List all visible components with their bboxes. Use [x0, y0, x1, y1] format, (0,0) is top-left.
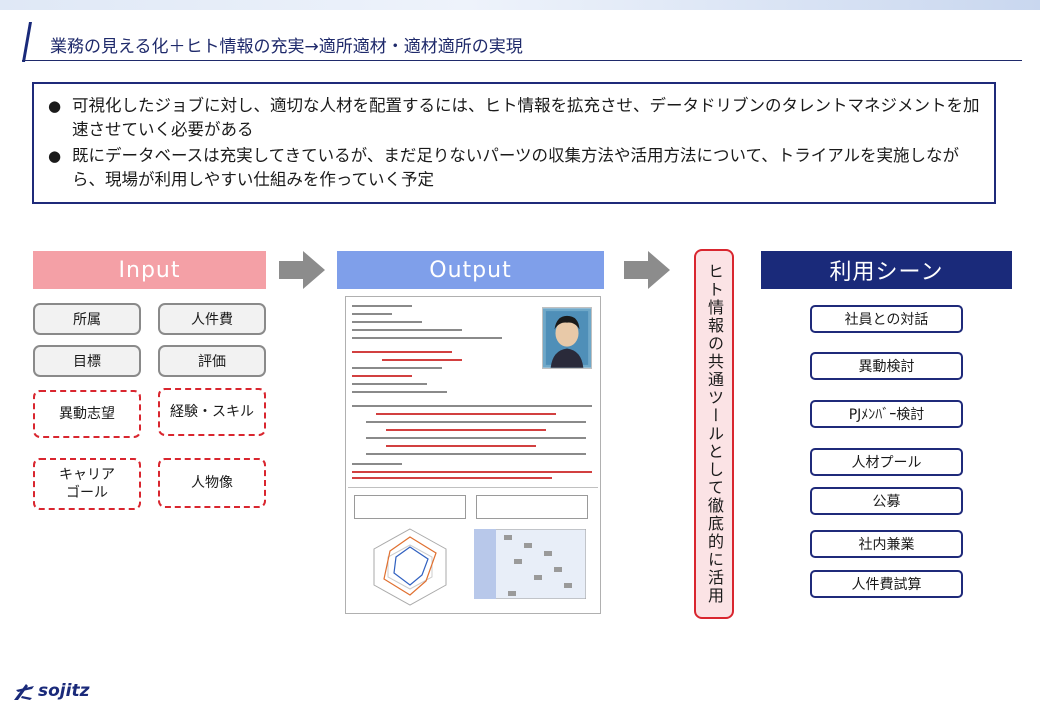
- logo-text: sojitz: [38, 681, 90, 701]
- sheet-divider: [348, 487, 598, 488]
- sheet-text-line: [352, 367, 442, 369]
- page-title: 業務の見える化＋ヒト情報の充実→適所適材・適材適所の実現: [50, 37, 523, 57]
- talent-profile-sheet-image: [345, 296, 601, 614]
- input-item-transfer-wish: 異動志望: [33, 390, 141, 438]
- summary-box: ● 可視化したジョブに対し、適切な人材を配置するには、ヒト情報を拡充させ、データ…: [32, 82, 996, 204]
- assessment-matrix: [474, 529, 586, 599]
- bullet-dot: ●: [48, 97, 62, 115]
- sheet-text-line: [382, 359, 462, 361]
- input-item-evaluation: 評価: [158, 345, 266, 377]
- usage-item-talent-pool: 人材プール: [810, 448, 963, 476]
- summary-bullet-1: ● 可視化したジョブに対し、適切な人材を配置するには、ヒト情報を拡充させ、データ…: [48, 94, 980, 142]
- title-slash-icon: [22, 22, 32, 62]
- sheet-text-line: [352, 463, 402, 465]
- top-decor-band: [0, 0, 1040, 10]
- sheet-text-line: [352, 337, 502, 339]
- shared-tool-text: ヒト情報の共通ツールとして徹底的に活用: [705, 263, 724, 605]
- bullet-text: 可視化したジョブに対し、適切な人材を配置するには、ヒト情報を拡充させ、データドリ…: [72, 96, 980, 139]
- usage-item-job-posting: 公募: [810, 487, 963, 515]
- sheet-text-line: [352, 375, 412, 377]
- sheet-text-line: [352, 305, 412, 307]
- sheet-text-line: [352, 471, 592, 473]
- input-item-affiliation: 所属: [33, 303, 141, 335]
- career-goal-line-1: キャリア: [59, 467, 115, 483]
- input-header: Input: [33, 251, 266, 289]
- usage-item-employee-dialogue: 社員との対話: [810, 305, 963, 333]
- sheet-text-line: [352, 383, 427, 385]
- sheet-text-line: [352, 391, 447, 393]
- company-logo: sojitz: [12, 680, 89, 702]
- sheet-table: [476, 495, 588, 519]
- sheet-text-line: [352, 313, 392, 315]
- sheet-text-line: [386, 445, 536, 447]
- usage-item-pj-member-review: PJﾒﾝﾊﾞｰ検討: [810, 400, 963, 428]
- sheet-text-line: [366, 437, 586, 439]
- sheet-text-line: [376, 413, 556, 415]
- sheet-text-line: [352, 329, 462, 331]
- sojitz-mark-icon: [14, 684, 34, 700]
- employee-photo: [542, 307, 592, 369]
- arrow-right-icon: [624, 251, 670, 289]
- shared-tool-banner: ヒト情報の共通ツールとして徹底的に活用: [694, 249, 734, 619]
- usage-header: 利用シーン: [761, 251, 1012, 289]
- usage-item-labor-cost-estimate: 人件費試算: [810, 570, 963, 598]
- career-goal-line-2: ゴール: [66, 485, 108, 501]
- output-header: Output: [337, 251, 604, 289]
- usage-item-internal-side-job: 社内兼業: [810, 530, 963, 558]
- skill-radar-chart: [373, 528, 447, 606]
- sheet-text-line: [386, 429, 546, 431]
- sheet-text-line: [366, 421, 586, 423]
- input-item-labor-cost: 人件費: [158, 303, 266, 335]
- input-item-persona: 人物像: [158, 458, 266, 508]
- sheet-text-line: [352, 405, 592, 407]
- summary-bullet-2: ● 既にデータベースは充実してきているが、まだ足りないパーツの収集方法や活用方法…: [48, 144, 980, 192]
- sheet-text-line: [352, 477, 552, 479]
- input-item-experience-skill: 経験・スキル: [158, 388, 266, 436]
- arrow-right-icon: [279, 251, 325, 289]
- sheet-text-line: [366, 453, 586, 455]
- sheet-table: [354, 495, 466, 519]
- bullet-text: 既にデータベースは充実してきているが、まだ足りないパーツの収集方法や活用方法につ…: [72, 146, 960, 189]
- sheet-text-line: [352, 321, 422, 323]
- input-item-career-goal: キャリア ゴール: [33, 458, 141, 510]
- bullet-dot: ●: [48, 147, 62, 165]
- sheet-text-line: [352, 351, 452, 353]
- title-underline: [22, 60, 1022, 61]
- usage-item-transfer-review: 異動検討: [810, 352, 963, 380]
- input-item-goal: 目標: [33, 345, 141, 377]
